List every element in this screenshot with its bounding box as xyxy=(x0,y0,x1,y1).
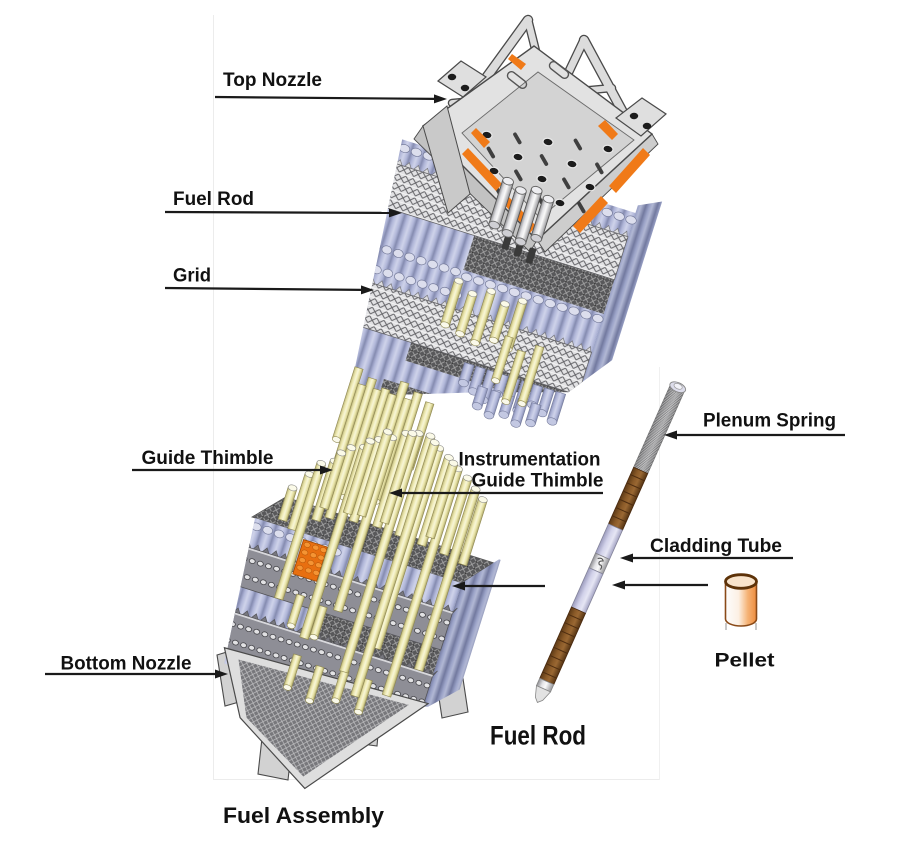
svg-text:Guide Thimble: Guide Thimble xyxy=(142,448,274,469)
svg-text:Pellet: Pellet xyxy=(715,651,776,672)
svg-text:Grid: Grid xyxy=(173,266,211,287)
svg-text:Plenum Spring: Plenum Spring xyxy=(703,411,836,432)
svg-text:Bottom Nozzle: Bottom Nozzle xyxy=(61,654,192,675)
svg-text:Cladding Tube: Cladding Tube xyxy=(650,536,782,557)
svg-text:Top Nozzle: Top Nozzle xyxy=(223,70,322,91)
svg-text:Fuel Rod: Fuel Rod xyxy=(490,721,586,751)
svg-text:Guide Thimble: Guide Thimble xyxy=(472,471,604,492)
svg-text:Fuel Rod: Fuel Rod xyxy=(173,189,254,210)
svg-text:Fuel Assembly: Fuel Assembly xyxy=(223,803,385,828)
svg-text:Instrumentation: Instrumentation xyxy=(459,450,601,471)
